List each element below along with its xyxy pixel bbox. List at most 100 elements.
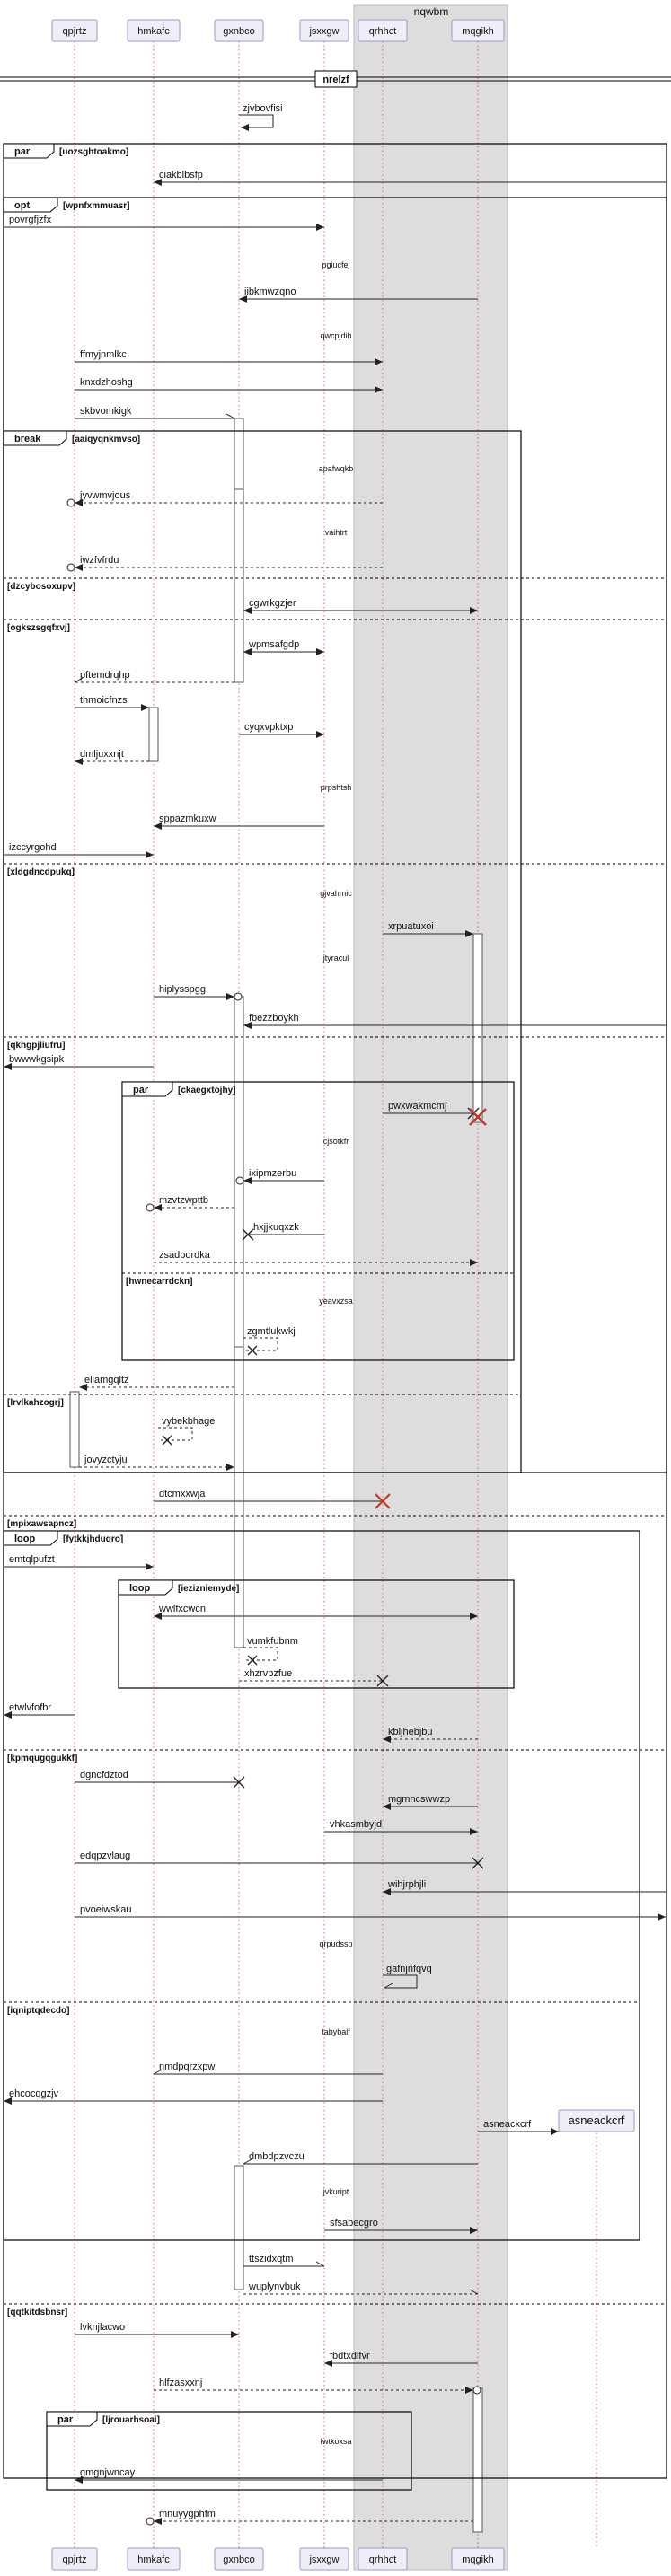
lost-message-marker [242,1228,254,1241]
opt-fragment [3,197,667,2479]
participant-qrhhct [358,19,408,42]
participant-label-qrhhct: qrhhct [369,26,397,37]
message-note-label: cjsotkfr [323,1137,349,1146]
message-label: etwlvfofbr [9,1702,51,1713]
divider-box [314,70,358,88]
message-label: jyvwmvjous [79,490,131,501]
message-label: hlfzasxxnj [159,2378,202,2388]
arrowhead [316,731,324,738]
participant-label-gxnbco: gxnbco [223,2554,254,2565]
message-label: zjvbovfisi [243,103,283,114]
arrowhead [243,648,252,655]
arrowhead [4,1063,12,1070]
self-message [383,1974,418,1989]
divider-label: nrelzf [322,75,349,85]
arrowhead [384,1983,393,1989]
message-label: jovyzctyju [84,1455,128,1465]
message-label: hiplysspgg [159,984,206,995]
message-label: bwwwkgsipk [9,1054,65,1065]
arrowhead [316,648,324,655]
message-label: povrgfjzfx [9,215,52,225]
break-fragment [3,430,522,1473]
message-label: wihjrphjli [387,1879,426,1890]
message-label: pwxwakmcmj [388,1101,446,1112]
message-circle-end [146,1203,155,1212]
message-label: gmgnjwncay [80,2467,136,2478]
message-label: wpmsafgdp [248,639,299,650]
fragment-label-tab [46,2411,98,2427]
lost-message-marker [162,1435,172,1446]
participant-label-jsxxgw: jsxxgw [308,26,339,37]
arrowhead [154,822,162,830]
arrowhead [4,1711,12,1719]
fragment-condition: [uozsghtoakmo] [59,147,128,157]
message-label: fbezzboykh [249,1013,299,1024]
message-note-label: qwcpjdih [320,331,351,340]
arrowhead [551,2128,559,2135]
message-label: iwzfvfrdu [80,555,119,566]
arrowhead [375,386,383,393]
message-label: nmdpqrzxpw [159,2062,215,2072]
arrowhead [226,993,234,1000]
participant-label-hmkafc: hmkafc [137,26,170,37]
fragment-section-condition: [lrvlkahzogrj] [7,1398,64,1408]
participant-label-qrhhct: qrhhct [369,2554,397,2565]
message-circle-end [66,563,75,572]
fragment-label-tab [3,143,55,159]
participant-group-box [353,4,508,2571]
arrowhead [243,1022,252,1029]
fragment-label-tab [3,430,67,446]
arrowhead [470,1259,478,1266]
activation-bar [148,707,159,762]
message-label: cgwrkgzjer [249,598,296,609]
fragment-operator: loop [129,1583,150,1594]
lost-message-marker [233,1776,245,1789]
message-circle-end [234,992,243,1001]
fragment-operator: loop [14,1534,35,1544]
participant-hmkafc-bottom [127,2547,181,2571]
arrowhead [75,499,83,506]
participant-hmkafc [127,19,181,42]
arrowhead [241,124,249,131]
arrowhead [465,930,473,937]
fragment-section-condition: [qqtkitdsbnsr] [7,2308,67,2317]
lost-message-marker [376,1675,389,1687]
fragment-section-condition: [mpixawsapncz] [7,1519,76,1529]
participant-label-hmkafc: hmkafc [137,2554,170,2565]
message-label: zgmtlukwkj [247,1326,296,1337]
fragment-label-tab [3,1530,58,1546]
message-note-label: jvkuript [322,2187,349,2196]
fragment-operator: opt [14,200,30,211]
message-label: ciakblbsfp [159,170,203,180]
arrowhead [153,2069,163,2075]
self-message [243,1647,278,1661]
fragment-section-condition: [iqniptqdecdo] [7,2006,69,2016]
message-label: emtqlpufzt [9,1554,55,1565]
fragment-condition: [fytkkjhduqro] [63,1534,123,1544]
fragment-operator: break [14,434,41,444]
arrowhead [383,1803,391,1810]
participant-label-qpjrtz: qpjrtz [63,26,87,37]
message-label: fbdtxdlfvr [330,2351,370,2361]
loop-fragment [118,1579,515,1689]
message-circle-end [472,2386,481,2395]
arrowhead [375,358,383,365]
message-note-label: prpshtsh [321,783,352,792]
message-label: vybekbhage [162,1416,215,1427]
arrowhead [383,1888,391,1895]
message-label: ehcocqgzjv [9,2088,59,2099]
message-note-label: yeavxzsa [319,1297,353,1306]
fragment-operator: par [57,2414,74,2425]
arrowhead [154,2518,162,2525]
fragment-section-condition: [hwnecarrdckn] [126,1277,192,1287]
participant-group-label: nqwbm [414,5,449,18]
arrowhead [469,2289,479,2295]
participant-label-asneackcrf: asneackcrf [569,2114,625,2127]
arrowhead [243,607,252,614]
message-label: edqpzvlaug [80,1851,130,1861]
message-label: ffmyjnmlkc [80,349,127,360]
fragment-operator: par [133,1085,149,1095]
message-note-label: gjvahmic [320,889,352,898]
lost-message-marker [472,1857,484,1869]
message-label: dmbdpzvczu [249,2151,305,2162]
